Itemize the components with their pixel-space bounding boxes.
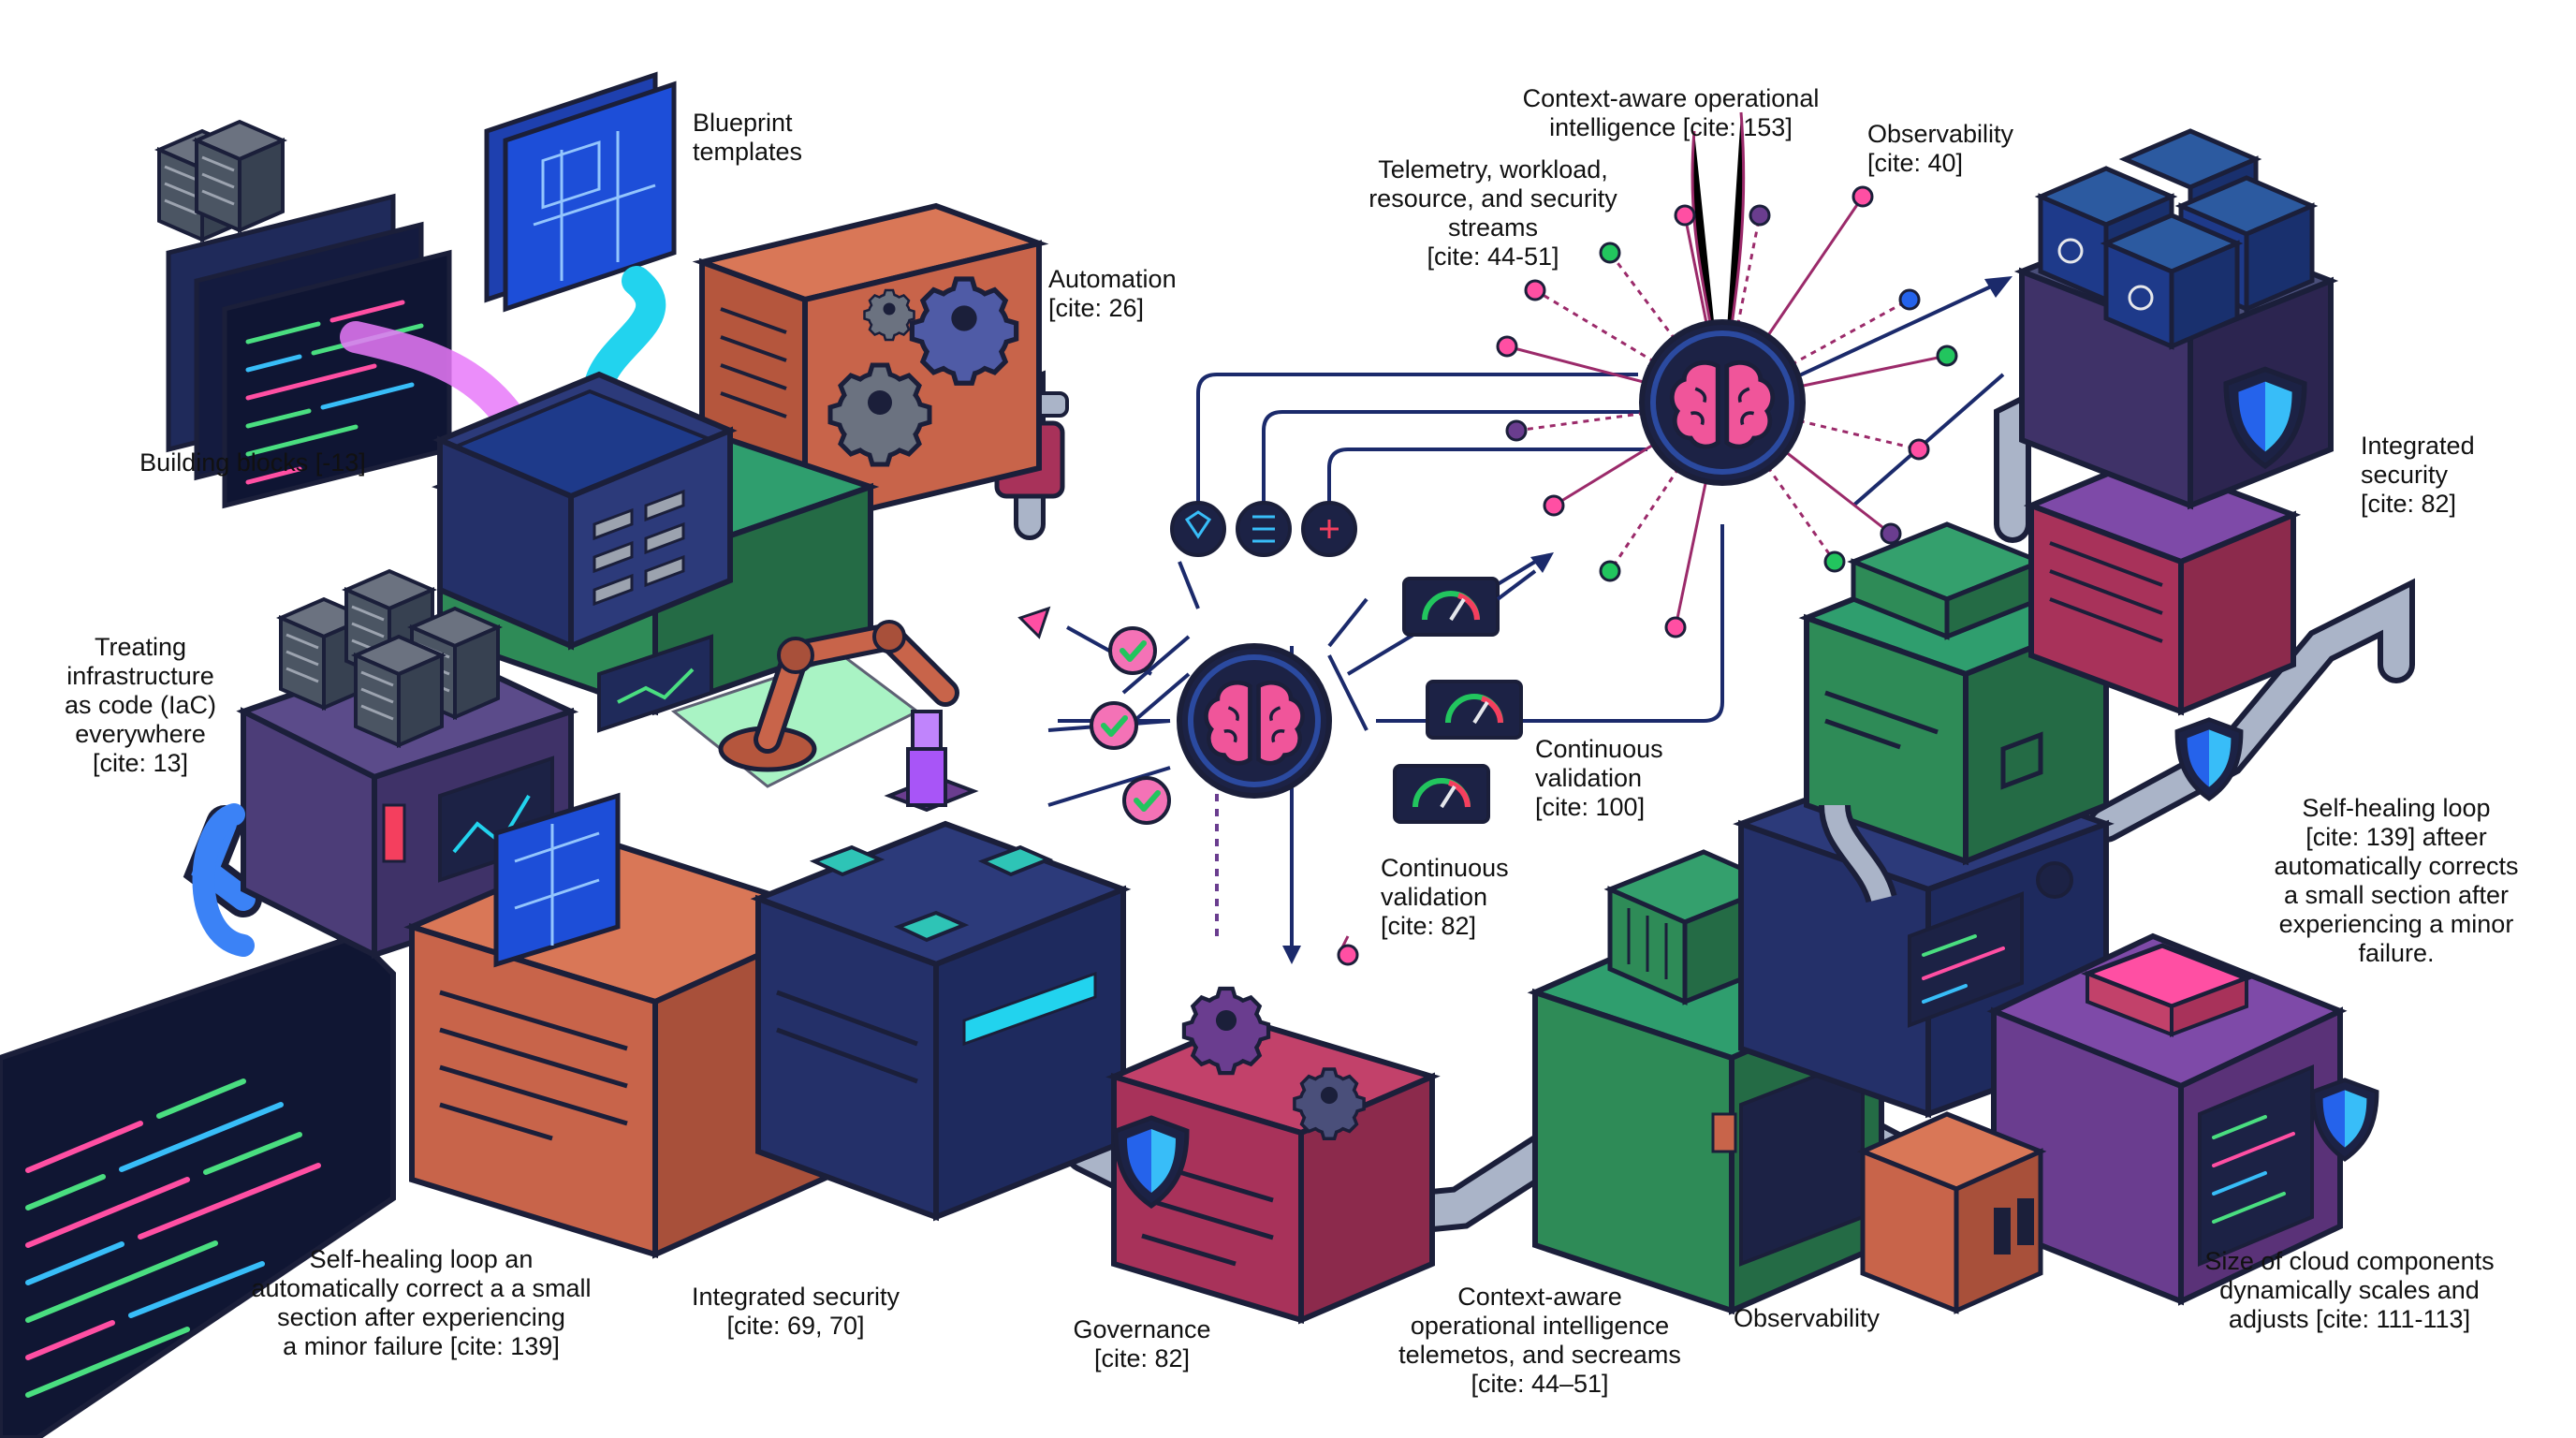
label-integrated-security-right: Integrated security [cite: 82]	[2361, 432, 2475, 518]
server-rack-icon	[157, 120, 285, 242]
label-observability-bottom: Observability	[1733, 1304, 1881, 1332]
checkmark-icon	[1110, 628, 1155, 673]
gauge-icon	[1404, 579, 1498, 635]
checkmark-icon	[1091, 703, 1136, 748]
label-governance: Governance [cite: 82]	[1073, 1315, 1211, 1372]
label-automation: Automation [cite: 26]	[1048, 265, 1177, 322]
label-blueprint-templates: Blueprint templates	[693, 109, 803, 166]
kubernetes-icon	[2057, 238, 2154, 311]
gear-icon	[1184, 989, 1268, 1073]
kubernetes-cluster	[2013, 128, 2339, 716]
server-rack-icon	[354, 635, 444, 747]
label-self-healing-right: Self-healing loop [cite: 139] afteer aut…	[2274, 794, 2519, 967]
label-context-aware-top: Context-aware operational intelligence […	[1522, 84, 1820, 141]
label-continuous-validation-82: Continuous validation [cite: 82]	[1381, 854, 1509, 940]
code-panel-bottom-left	[0, 932, 396, 1438]
gear-icon	[863, 288, 915, 342]
label-treating-iac: Treating infrastructure as code (IaC) ev…	[64, 633, 217, 777]
network-node-icon	[1170, 501, 1357, 557]
label-self-healing-left: Self-healing loop an automatically corre…	[251, 1245, 592, 1360]
label-size-of-cloud: Size of cloud components dynamically sca…	[2204, 1247, 2495, 1333]
label-observability-top: Observability [cite: 40]	[1867, 120, 2014, 177]
code-window-icon	[166, 193, 452, 509]
gear-icon	[912, 279, 1016, 383]
gear-icon	[1293, 1067, 1366, 1140]
orange-server-block	[403, 792, 851, 1259]
label-continuous-validation-100: Continuous validation [cite: 100]	[1535, 735, 1663, 821]
self-healing-block	[1986, 932, 2348, 1306]
label-telemetry-streams: Telemetry, workload, resource, and secur…	[1368, 155, 1617, 271]
gauge-icon	[1395, 766, 1488, 822]
label-context-aware-bottom: Context-aware operational intelligence t…	[1398, 1283, 1681, 1398]
blue-compute-block	[750, 710, 1132, 1222]
label-building-blocks: Building blocks [-13]	[139, 448, 366, 477]
blueprint-icon	[484, 71, 677, 313]
top-ai-hub	[1639, 319, 1806, 486]
observability-block	[1527, 849, 1890, 1315]
gauge-icon	[1427, 682, 1521, 738]
gear-icon	[830, 365, 929, 464]
checkmark-icon	[1124, 778, 1169, 823]
automation-block	[692, 202, 1049, 529]
label-integrated-security-bottom: Integrated security [cite: 69, 70]	[691, 1283, 900, 1340]
center-ai-hub	[1177, 643, 1332, 799]
pink-pointer	[1017, 606, 1051, 639]
telemetry-dots	[1496, 185, 1958, 638]
robot-arm-icon	[670, 620, 959, 788]
orange-cube	[1856, 1111, 2047, 1314]
